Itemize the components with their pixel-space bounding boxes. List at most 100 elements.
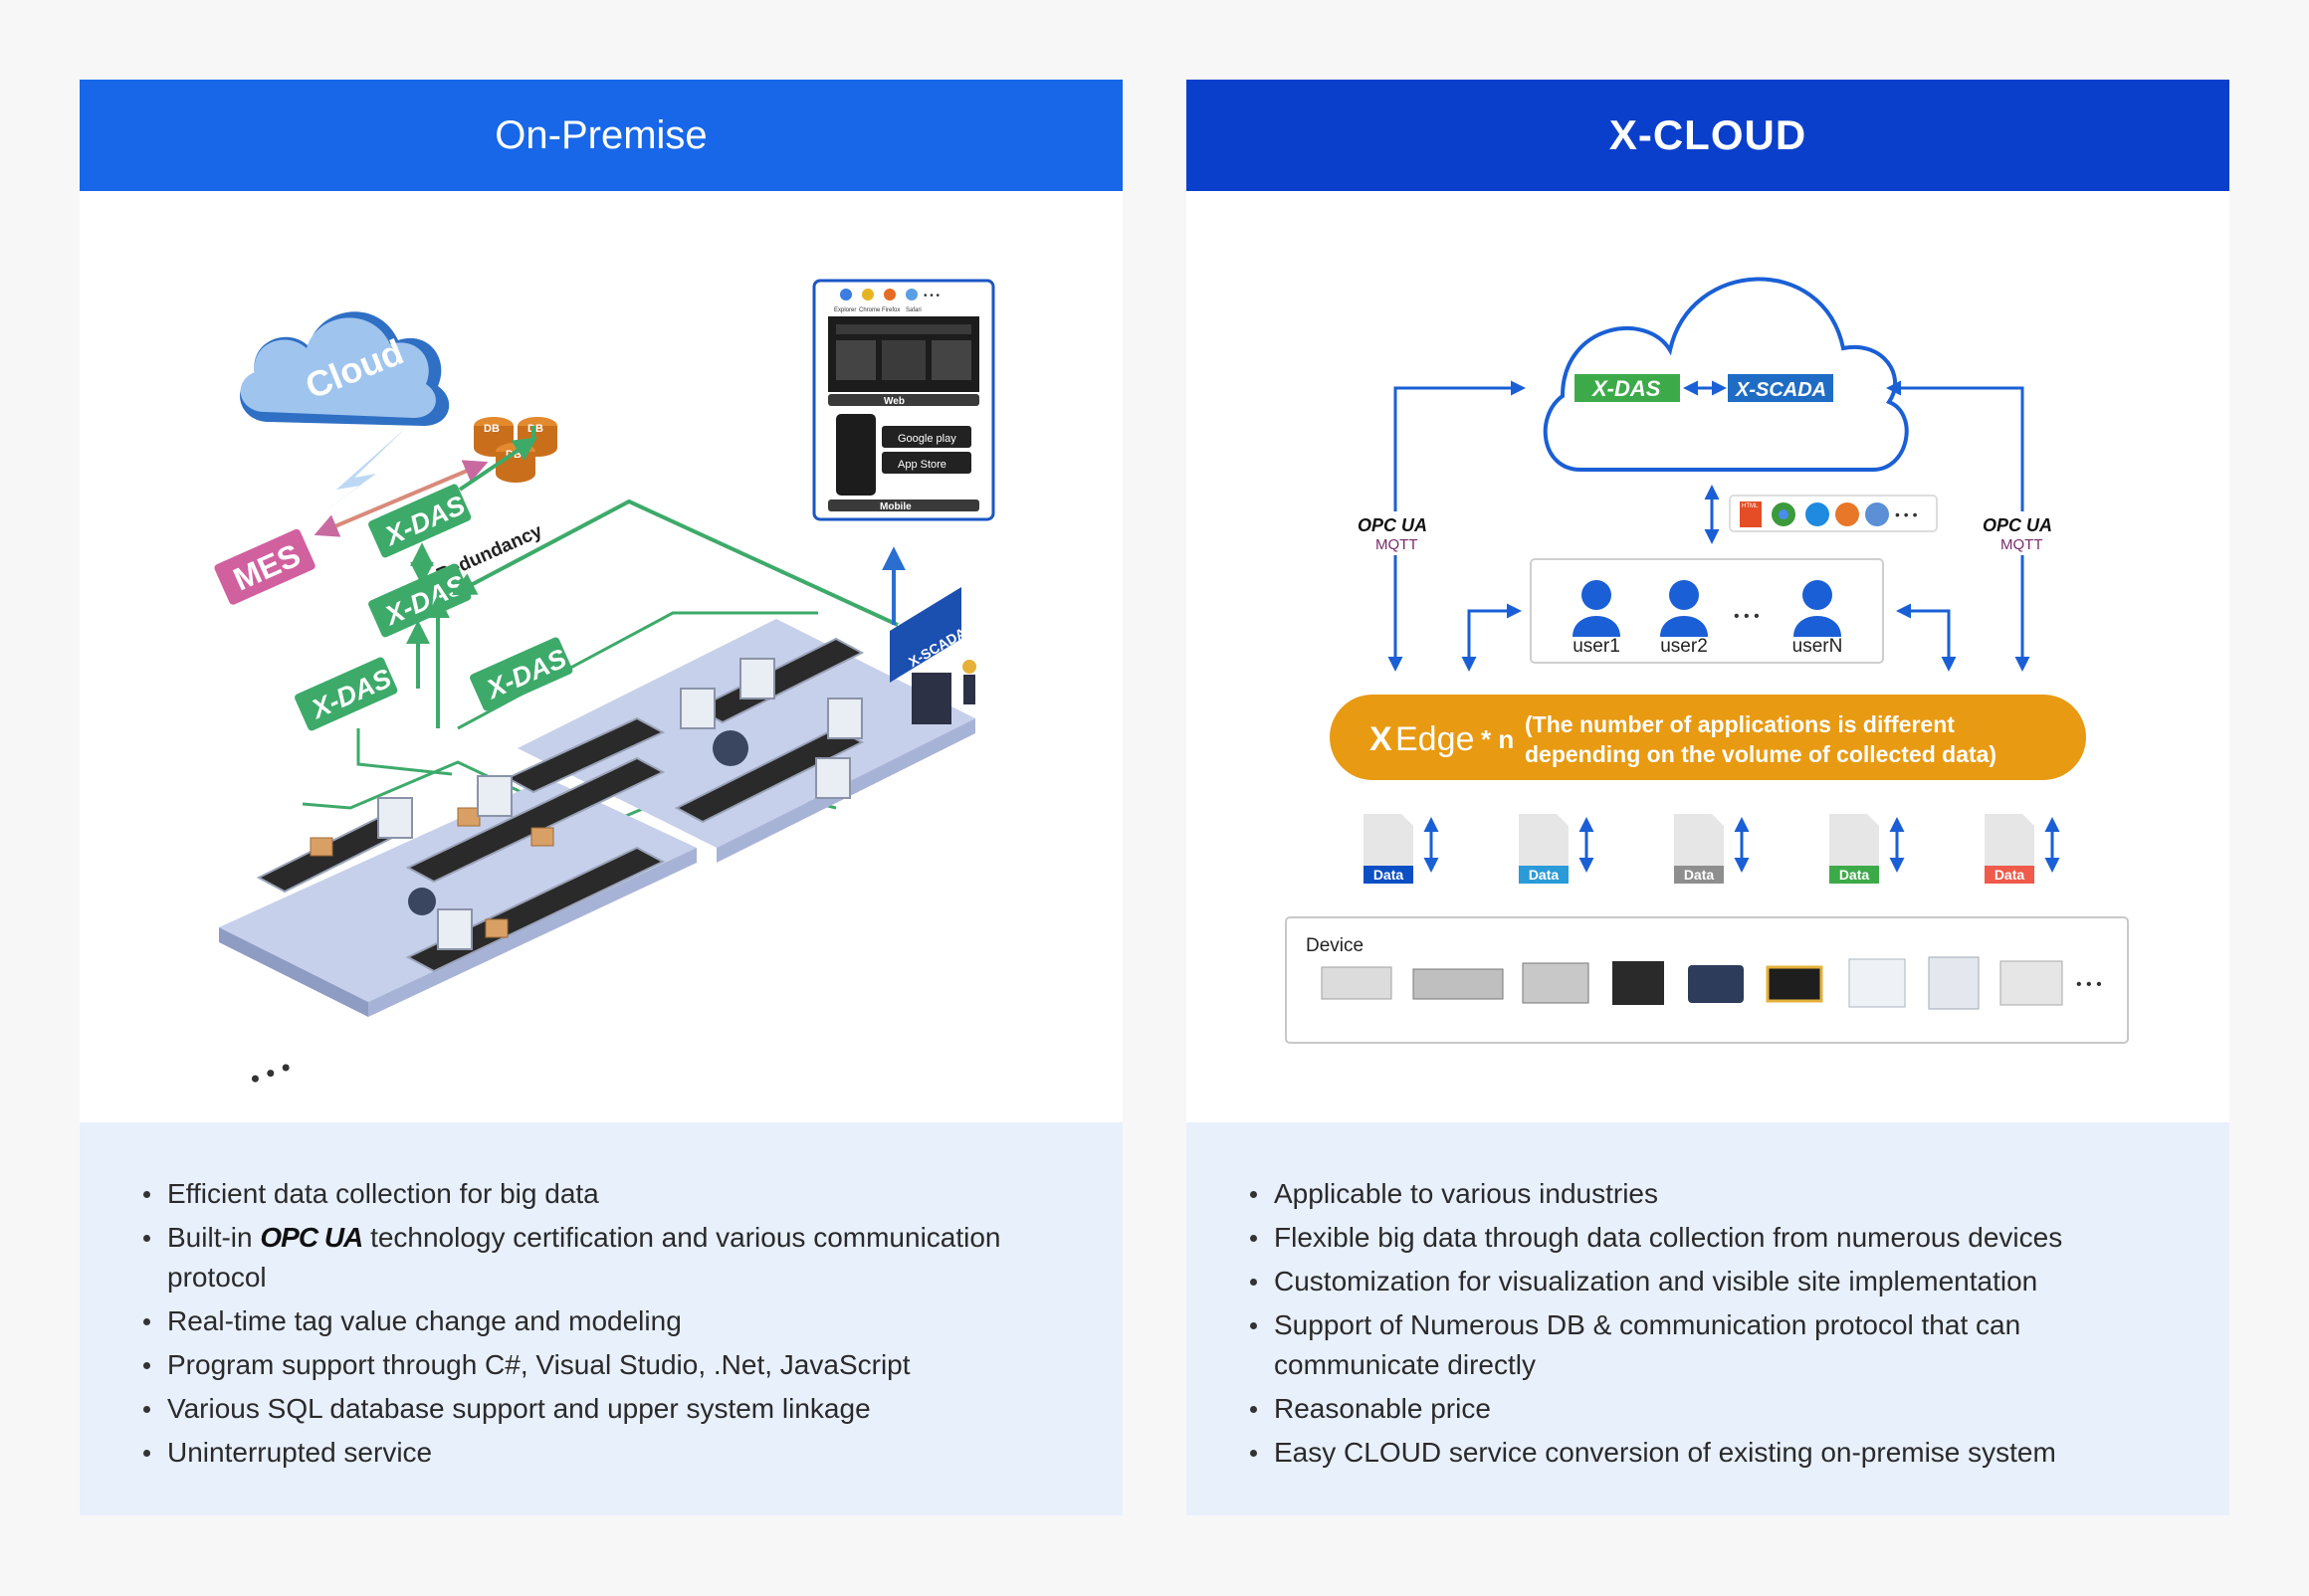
robot-base [408,888,436,915]
data-label: Data [1373,867,1404,883]
xdas-label: X-DAS [1590,376,1661,401]
data-label: Data [1529,867,1560,883]
feature-item: Applicable to various industries [1250,1174,2190,1214]
firefox-icon [1835,502,1859,526]
x-cloud-diagram: X-DAS X-SCADA OPC UA MQTT OPC UA MQTT HT… [1285,277,2129,1044]
users-ellipsis: • • • [1734,608,1760,625]
flow-line [457,611,818,730]
web-label: Web [884,396,905,407]
machine-icon [1928,956,1980,1010]
on-premise-title: On-Premise [80,80,1123,191]
factory-floor-left [219,778,697,1002]
xdas-db-arrow [458,437,537,492]
safari-icon [1865,502,1889,526]
xedge-x: X [1369,720,1392,758]
mes-db-arrow [314,460,489,537]
user-label: user1 [1573,636,1620,657]
feature-item: Program support through C#, Visual Studi… [143,1345,1083,1385]
protocol-label-bg [1354,511,1449,555]
xedge-multiplier: * n [1481,724,1514,754]
xscada-label: X-SCADA [1735,379,1826,401]
device-icons: • • • [1321,956,2102,1010]
ie-icon [1805,502,1829,526]
data-file: Data [1519,814,1594,884]
x-cloud-title: X-CLOUD [1186,80,2229,191]
user-label: userN [1792,636,1843,657]
feature-item: Easy CLOUD service conversion of existin… [1250,1433,2190,1473]
browser-label: Firefox [882,307,900,313]
feature-item: Built-in OPC UA technology certification… [143,1218,1083,1297]
machines [377,658,863,950]
feature-prefix: Built-in [167,1222,253,1253]
feature-item: Uninterrupted service [143,1433,1083,1473]
machine-icon [1999,960,2063,1006]
phone-icon [836,414,876,496]
machine-icon [1848,958,1906,1008]
xscada-badge [1728,374,1833,402]
feature-item: Various SQL database support and upper s… [143,1389,1083,1429]
opc-ua-logo: OPC UA [1983,515,2052,535]
xdas-badge-top: X-DAS [368,484,472,558]
operator-icon [962,660,976,674]
mes-badge: MES [214,528,315,605]
cloud-icon: Cloud [240,311,450,426]
data-label: Data [1684,867,1715,883]
inverter-icon [1688,965,1744,1003]
device-label: Device [1306,935,1364,956]
more-ellipsis: • • • [246,1052,296,1094]
google-play-badge [882,426,971,448]
floor-edge [368,848,697,1017]
plc-icon [1321,966,1392,1000]
protocol-label-bg [1979,511,2074,555]
xedge-bar [1330,695,2086,780]
device-ellipsis: • • • [2076,976,2102,993]
feature-item: Real-time tag value change and modeling [143,1301,1083,1341]
factory-floor-right [518,619,975,848]
app-store-label: App Store [898,459,946,471]
sensor-icon [1766,965,1823,1003]
xedge-note: (The number of applications is different [1525,711,1955,737]
xdas-scada-link [451,499,899,627]
browser-label: Chrome [859,307,881,313]
data-file: Data [1829,814,1905,884]
opc-mqtt-link-right [1886,380,2030,672]
user-icon [1660,580,1708,637]
data-label: Data [1839,867,1870,883]
browser-icons: • • • [840,289,941,301]
x-cloud-features: Applicable to various industries Flexibl… [1186,1122,2229,1515]
feature-item: Flexible big data through data collectio… [1250,1218,2190,1258]
data-file: Data [1364,814,1439,884]
mqtt-logo: MQTT [2000,536,2043,553]
xedge-note: depending on the volume of collected dat… [1525,741,1996,767]
data-label: Data [1994,867,2025,883]
on-premise-diagram: Cloud DB DB DB MES X-DAS [214,279,995,1094]
io-module-icon [1522,962,1589,1004]
opc-ua-logo: OPC UA [260,1222,363,1253]
controller-icon [1612,961,1664,1005]
on-premise-panel: On-Premise Cloud [80,80,1123,1515]
browser-label: Safari [906,307,922,313]
feature-item: Customization for visualization and visi… [1250,1262,2190,1301]
plc-icon [1412,968,1504,1000]
data-file: Data [1985,814,2060,884]
browser-ellipsis: • • • [924,291,941,301]
x-cloud-panel: X-CLOUD X-DAS X-SCADA OPC UA MQTT OPC UA… [1186,80,2229,1515]
xedge-label: Edge [1395,720,1474,758]
users-edge-arrow-left [1461,603,1522,672]
browser-strip: HTML • • • [1729,495,1938,532]
lightning-icon [311,426,408,521]
opc-ua-logo: OPC UA [1358,515,1427,535]
client-box: • • • Explorer Chrome Firefox Safari Web… [812,279,995,521]
feature-text: technology certification and various com… [167,1222,1001,1293]
app-store-badge [882,452,971,474]
users-edge-arrow-right [1896,603,1957,672]
robot-base [713,730,748,766]
flow-line [356,728,453,776]
user-label: user2 [1660,636,1708,657]
user-icon [1793,580,1841,637]
packages [310,807,554,938]
xdas-badge-left: X-DAS [295,657,398,731]
browser-ellipsis: • • • [1895,506,1918,522]
opc-mqtt-link-left [1387,380,1526,672]
google-play-label: Google play [898,433,956,445]
